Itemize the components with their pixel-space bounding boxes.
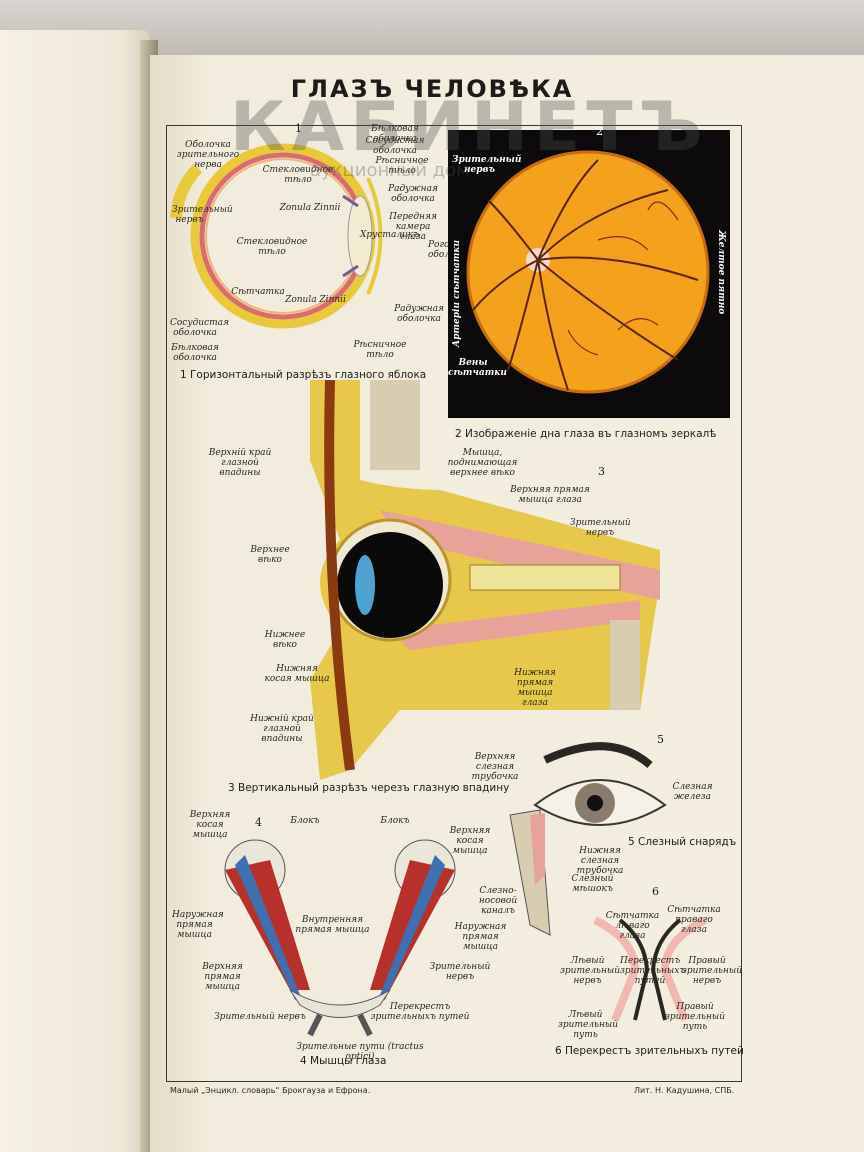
fig1-label: Сосудистая оболочка xyxy=(170,318,229,338)
figure-1-caption: 1 Горизонтальный разрѣзъ глазного яблока xyxy=(180,369,427,381)
fig1-label: Стекловидное тѣло xyxy=(236,237,308,257)
fig3-label: Мышца, поднимающая верхнее вѣко xyxy=(447,448,518,478)
fig1-label: Зрительный нервъ xyxy=(172,205,233,225)
fig4-label: Зрительные пути (tractus optici) xyxy=(296,1042,424,1062)
fig4-label: Перекрестъ зрительныхъ путей xyxy=(370,1002,470,1022)
fig1-label: Сѣтчатка xyxy=(231,287,285,297)
fig1-label: Сосудистая оболочка xyxy=(365,136,425,156)
fig2-label: Зрительный нервъ xyxy=(452,155,522,175)
fig5-label: Верхняя слезная трубочка xyxy=(471,752,519,782)
fig1-label: Zonula Zinnii xyxy=(285,295,346,305)
figure-3-orbit-section xyxy=(310,380,660,780)
fig1-label: Радужная оболочка xyxy=(394,304,444,324)
figure-4-eye-muscles xyxy=(224,839,456,1037)
fig3-label: Нижній край глазной впадины xyxy=(250,714,314,744)
fig4-label: Блокъ xyxy=(380,816,410,826)
plate-frame xyxy=(166,125,742,1082)
fig6-label: Правый зрительный нервъ xyxy=(682,956,743,986)
figure-4-caption: 4 Мышцы глаза xyxy=(300,1055,387,1067)
figure-4-number: 4 xyxy=(255,816,262,829)
watermark-subtext: аукционный дом xyxy=(310,160,470,181)
figure-3-caption: 3 Вертикальный разрѣзъ черезъ глазную вп… xyxy=(228,782,510,794)
fig1-label: Zonula Zinnii xyxy=(279,203,341,213)
figure-6-caption: 6 Перекрестъ зрительныхъ путей xyxy=(555,1045,744,1057)
fig3-label: Верхній край глазной впадины xyxy=(208,448,272,478)
figure-5-number: 5 xyxy=(657,733,664,746)
lithographer-credit: Лит. Н. Кадушина, СПБ. xyxy=(634,1086,735,1095)
fig3-label: Верхняя прямая мышца глаза xyxy=(510,485,590,505)
fig6-label: Лѣвый зрительный путь xyxy=(558,1010,619,1040)
fig4-label: Внутренняя прямая мышца xyxy=(295,915,370,935)
publisher-credit: Малый „Энцикл. словарь“ Брокгауза и Ефро… xyxy=(170,1086,371,1095)
fig4-label: Блокъ xyxy=(290,816,320,826)
fig4-label: Наружная прямая мышца xyxy=(172,910,224,940)
fig6-label: Правый зрительный путь xyxy=(665,1002,726,1032)
fig1-label: Хрусталикъ xyxy=(360,230,420,240)
fig2-label: Желтое пятно xyxy=(716,230,726,315)
fig3-label: Нижняя косая мышца xyxy=(264,664,330,684)
fig3-label: Верхнее вѣко xyxy=(250,545,290,565)
fig1-label: Стекловидное тѣло xyxy=(262,165,334,185)
figure-2-caption: 2 Изображеніе дна глаза въ глазномъ зерк… xyxy=(455,428,717,440)
fig5-label: Слезно-носовой каналъ xyxy=(478,886,518,916)
figure-6-optic-chiasm xyxy=(593,916,707,1022)
figure-2-number: 2 xyxy=(596,125,603,138)
fig4-label: Верхняя косая мышца xyxy=(449,826,491,856)
fig1-label: Рѣсничное тѣло xyxy=(353,340,407,360)
fig1-label: Передняя камера глаза xyxy=(389,212,437,242)
fig6-label: Сѣтчатка праваго глаза xyxy=(667,905,721,935)
fig5-label: Слезный мѣшокъ xyxy=(571,874,614,894)
fig4-label: Наружная прямая мышца xyxy=(454,922,507,952)
fig4-label: Зрительный нервъ xyxy=(214,1012,306,1022)
figure-1-number: 1 xyxy=(295,122,302,135)
fig3-label: Нижнее вѣко xyxy=(264,630,306,650)
figure-1-eyeball-section xyxy=(170,143,383,329)
fig3-label: Нижняя прямая мышца глаза xyxy=(514,668,556,708)
fig6-label: Лѣвый зрительный нервъ xyxy=(560,956,621,986)
fig1-label: Рѣсничное тѣло xyxy=(375,156,429,176)
figure-2-fundus xyxy=(448,130,730,418)
fig4-label: Верхняя косая мышца xyxy=(189,810,231,840)
fig2-label: Артеріи сѣтчатки xyxy=(452,240,462,348)
fig1-label: Бѣлковая оболочка xyxy=(171,343,219,363)
fig4-label: Зрительный нервъ xyxy=(429,962,491,982)
fig1-label: Оболочка зрительного нерва xyxy=(176,140,240,170)
figure-6-number: 6 xyxy=(652,885,659,898)
fig5-label: Нижняя слезная трубочка xyxy=(576,846,624,876)
fig2-label: Вены сѣтчатки xyxy=(448,358,507,378)
figure-5-lacrimal-apparatus xyxy=(509,742,667,936)
fig4-label: Верхняя прямая мышца xyxy=(202,962,243,992)
fig6-label: Перекрестъ зрительныхъ путей xyxy=(620,956,686,986)
fig1-label: Радужная оболочка xyxy=(388,184,438,204)
fig1-label: Бѣлковая оболочка xyxy=(371,124,419,144)
watermark-logo: КАБИНЕТЪ xyxy=(230,88,709,167)
fig3-label: Зрительный нервъ xyxy=(570,518,631,538)
fig6-label: Сѣтчатка лѣваго глаза xyxy=(605,911,660,941)
fig5-label: Слезная железа xyxy=(672,782,713,802)
fig1-label: Роговая оболочка xyxy=(428,240,472,260)
left-book-page xyxy=(0,30,150,1152)
figure-3-number: 3 xyxy=(598,465,605,478)
figure-5-caption: 5 Слезный снарядъ xyxy=(628,836,737,848)
plate-title: ГЛАЗЪ ЧЕЛОВѢКА xyxy=(290,75,574,103)
